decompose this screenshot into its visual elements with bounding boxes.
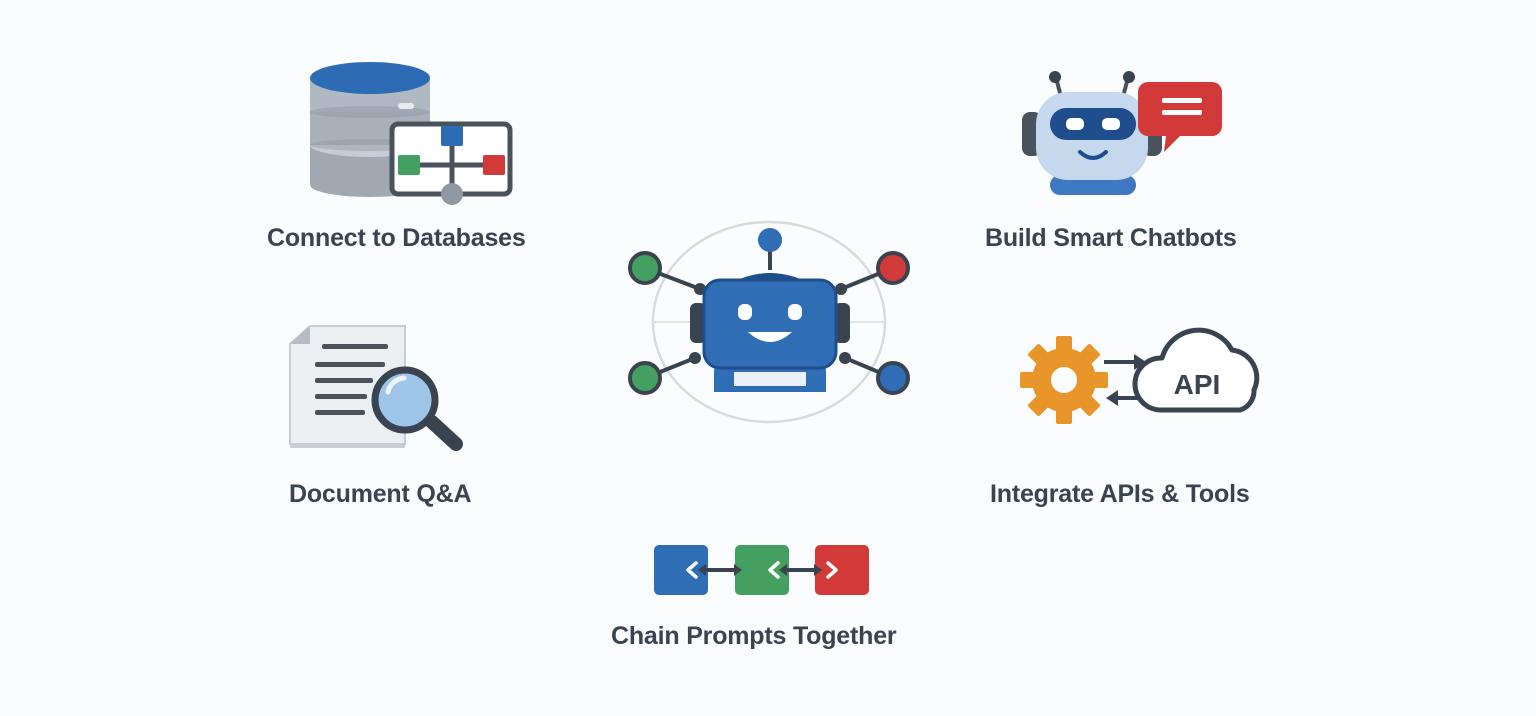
feature-label-chain: Chain Prompts Together [611,622,897,650]
api-cloud-text: API [1174,369,1221,400]
feature-label-document-qa: Document Q&A [289,480,472,508]
feature-label-chatbots: Build Smart Chatbots [985,224,1237,252]
feature-label-apis: Integrate APIs & Tools [990,480,1250,508]
feature-label-databases: Connect to Databases [267,224,526,252]
